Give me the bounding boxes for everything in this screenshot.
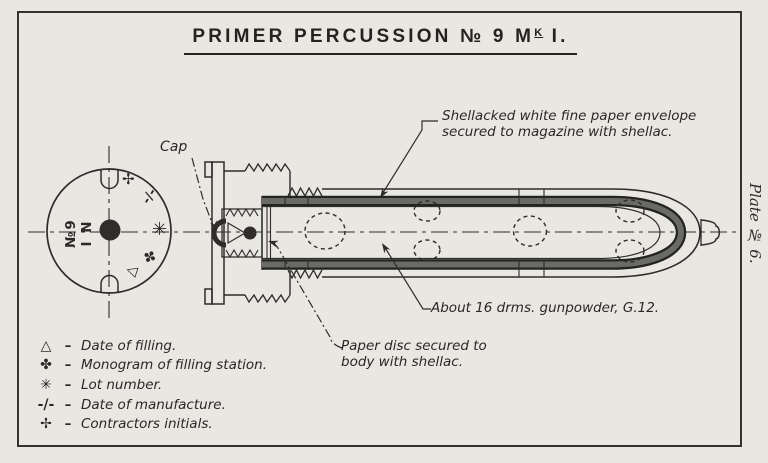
lot-number-symbol-icon: ✳ bbox=[152, 219, 168, 240]
monogram-legend-icon: ✤ bbox=[40, 357, 52, 374]
percussion-cap bbox=[243, 226, 257, 240]
stamp-line2: I N bbox=[79, 219, 95, 247]
date-of-manufacture-legend-icon: -/- bbox=[37, 396, 55, 413]
legend-separator: – bbox=[64, 357, 72, 374]
legend-label: Lot number. bbox=[81, 376, 163, 393]
magazine-holes bbox=[304, 199, 645, 263]
title-mark-superscript: K bbox=[534, 27, 544, 39]
envelope-note-line2: secured to magazine with shellac. bbox=[442, 123, 673, 140]
contractors-initials-symbol-icon: ✢ bbox=[122, 170, 135, 188]
cap-label: Cap bbox=[160, 139, 188, 155]
date-of-filling-legend-icon: △ bbox=[40, 337, 52, 354]
legend-label: Contractors initials. bbox=[81, 416, 213, 433]
gunpowder-note: About 16 drms. gunpowder, G.12. bbox=[431, 300, 660, 316]
lot-number-legend-icon: ✳ bbox=[40, 376, 52, 393]
legend-row: △ – Date of filling. bbox=[33, 336, 267, 356]
symbol-legend: △ – Date of filling. ✤ – Monogram of fil… bbox=[33, 336, 267, 434]
cap-leader bbox=[191, 157, 215, 229]
legend-row: ✳ – Lot number. bbox=[33, 375, 267, 395]
bottom-slot bbox=[100, 274, 119, 293]
paper-disc-note: Paper disc secured to body with shellac. bbox=[341, 338, 487, 370]
legend-row: -/- – Date of manufacture. bbox=[33, 395, 267, 415]
cap-center-dot bbox=[99, 219, 121, 241]
tip-nub bbox=[700, 219, 721, 246]
envelope-leader bbox=[380, 120, 438, 197]
magazine-drawing bbox=[262, 188, 721, 278]
frame-border bbox=[17, 11, 742, 447]
top-slot bbox=[100, 170, 119, 190]
paper-disc-leader bbox=[273, 242, 343, 349]
leader-lines bbox=[191, 120, 438, 349]
head-drawing bbox=[204, 161, 323, 305]
paper-disc bbox=[266, 200, 272, 266]
legend-row: ✢ – Contractors initials. bbox=[33, 414, 267, 434]
stamp-line1: №9 bbox=[63, 218, 79, 248]
legend-separator: – bbox=[64, 337, 72, 354]
stamp-marking: №9 I N bbox=[63, 205, 97, 261]
legend-separator: – bbox=[64, 416, 72, 433]
legend-label: Date of filling. bbox=[81, 337, 177, 354]
paper-disc-note-line2: body with shellac. bbox=[341, 353, 463, 370]
legend-label: Date of manufacture. bbox=[81, 396, 226, 413]
plate-number: Plate № 6. bbox=[746, 183, 764, 264]
gunpowder-leader bbox=[383, 245, 431, 310]
legend-separator: – bbox=[64, 376, 72, 393]
legend-row: ✤ – Monogram of filling station. bbox=[33, 356, 267, 376]
end-view-drawing bbox=[46, 146, 172, 318]
cap-shell bbox=[211, 218, 227, 248]
legend-label: Monogram of filling station. bbox=[81, 357, 268, 374]
legend-separator: – bbox=[64, 396, 72, 413]
page-title: PRIMER PERCUSSION № 9 MK I. bbox=[184, 26, 577, 55]
paper-disc-note-line1: Paper disc secured to bbox=[341, 338, 487, 354]
title-block: PRIMER PERCUSSION № 9 MK I. bbox=[17, 26, 744, 55]
paper-envelope bbox=[322, 188, 701, 278]
envelope-note-line1: Shellacked white fine paper envelope bbox=[442, 108, 697, 124]
anvil-cone bbox=[227, 221, 247, 245]
contractors-initials-legend-icon: ✢ bbox=[40, 416, 52, 433]
envelope-note: Shellacked white fine paper envelope sec… bbox=[442, 108, 697, 140]
